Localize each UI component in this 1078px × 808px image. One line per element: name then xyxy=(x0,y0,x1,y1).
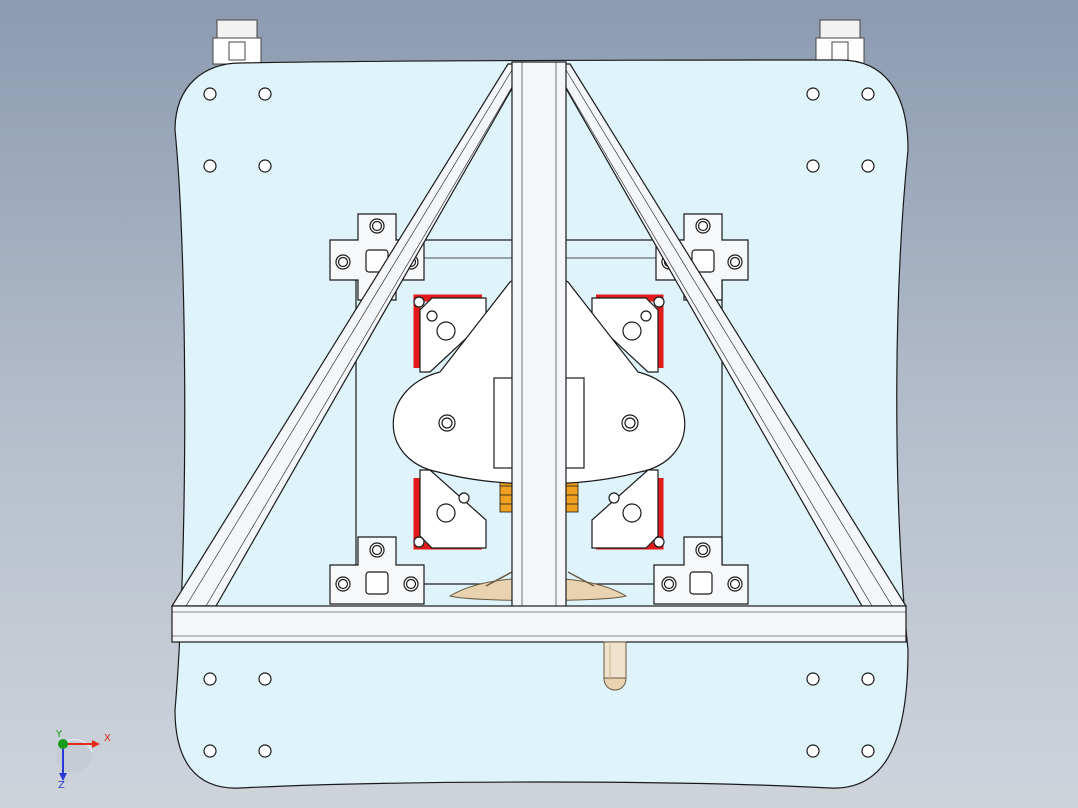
plate-hole xyxy=(861,672,875,686)
plate-holes xyxy=(203,87,875,758)
bracket-bottom-right[interactable] xyxy=(653,536,749,605)
plate-hole xyxy=(806,87,820,101)
plate-hole xyxy=(861,87,875,101)
plate-hole xyxy=(258,744,272,758)
triangular-frame[interactable] xyxy=(170,61,908,643)
plate-hole xyxy=(258,87,272,101)
plate-hole xyxy=(861,744,875,758)
corner-clamp-left xyxy=(212,19,262,65)
plate-hole xyxy=(203,159,217,173)
y-axis-arrow xyxy=(58,739,68,749)
bearing-blocks xyxy=(499,477,579,513)
plate-hole xyxy=(806,672,820,686)
plate-hole xyxy=(258,159,272,173)
plate-hole xyxy=(258,672,272,686)
guide-pin xyxy=(603,641,627,691)
plate-hole xyxy=(861,159,875,173)
corner-clamp-right xyxy=(815,19,865,65)
frame-crossbar xyxy=(171,605,907,643)
triad-y-label: Y xyxy=(56,729,63,740)
cam-holes xyxy=(413,296,665,548)
orientation-triad xyxy=(56,737,100,781)
plate-hole xyxy=(806,744,820,758)
triad-z-label: Z xyxy=(58,780,65,791)
plate-hole xyxy=(203,744,217,758)
triad-x-label: X xyxy=(104,733,111,744)
plate-hole xyxy=(806,159,820,173)
frame-center-post xyxy=(511,61,567,609)
plate-hole xyxy=(203,87,217,101)
bracket-bottom-left[interactable] xyxy=(329,536,425,605)
plate-hole xyxy=(203,672,217,686)
